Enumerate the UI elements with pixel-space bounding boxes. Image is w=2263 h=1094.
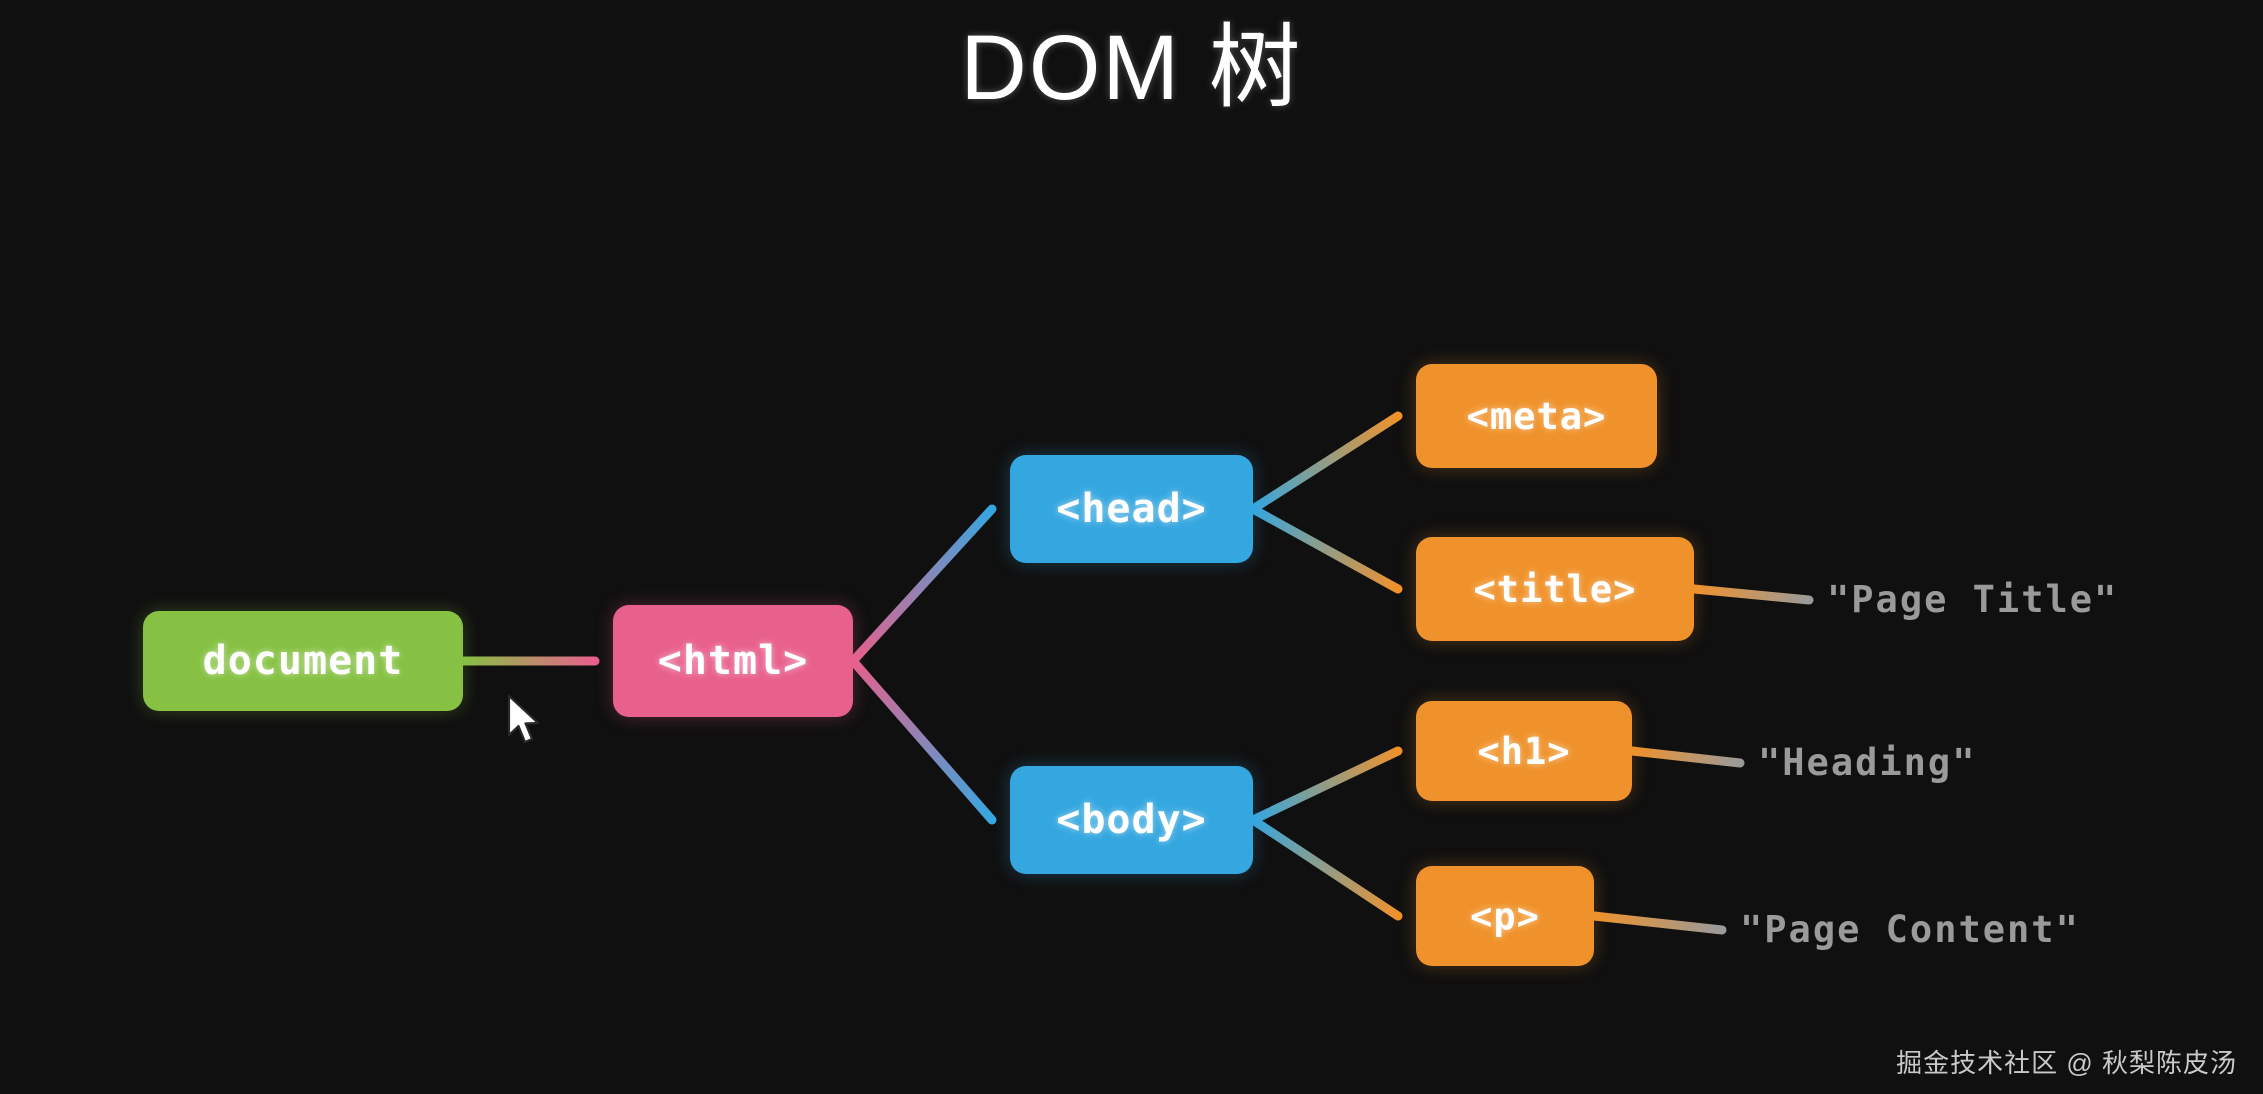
tree-node-document[interactable]: document [143,611,463,711]
tree-node-body[interactable]: <body> [1010,766,1253,874]
tree-node-meta[interactable]: <meta> [1416,364,1657,468]
tree-node-label: <h1> [1477,729,1571,773]
tree-edge-head-to-title [1248,504,1403,594]
tree-node-label: <body> [1056,797,1207,843]
leaf-text-h1_text: "Heading" [1758,741,1977,784]
tree-edge-title-to-title_text [1689,584,1814,605]
tree-node-html[interactable]: <html> [613,605,853,717]
tree-edge-h1-to-h1_text [1627,746,1745,768]
tree-node-label: <head> [1056,486,1207,532]
tree-edge-head-to-meta [1248,411,1403,514]
tree-node-label: <title> [1473,567,1637,611]
tree-edge-body-to-p [1248,815,1403,921]
tree-node-head[interactable]: <head> [1010,455,1253,563]
tree-node-label: <html> [657,638,809,684]
tree-node-label: document [202,638,404,684]
tree-node-p[interactable]: <p> [1416,866,1594,966]
tree-node-label: <p> [1470,894,1540,938]
leaf-text-p_text: "Page Content" [1740,908,2080,951]
leaf-text-title_text: "Page Title" [1827,578,2119,621]
tree-node-label: <meta> [1466,394,1607,438]
watermark: 掘金技术社区 @ 秋梨陈皮汤 [1896,1048,2237,1078]
page-title: DOM 树 [960,17,1303,119]
tree-node-h1[interactable]: <h1> [1416,701,1632,801]
tree-edge-p-to-p_text [1589,911,1727,935]
tree-node-title[interactable]: <title> [1416,537,1694,641]
tree-edge-html-to-head [848,504,997,666]
tree-edge-html-to-body [848,656,997,825]
tree-edge-body-to-h1 [1248,746,1403,825]
